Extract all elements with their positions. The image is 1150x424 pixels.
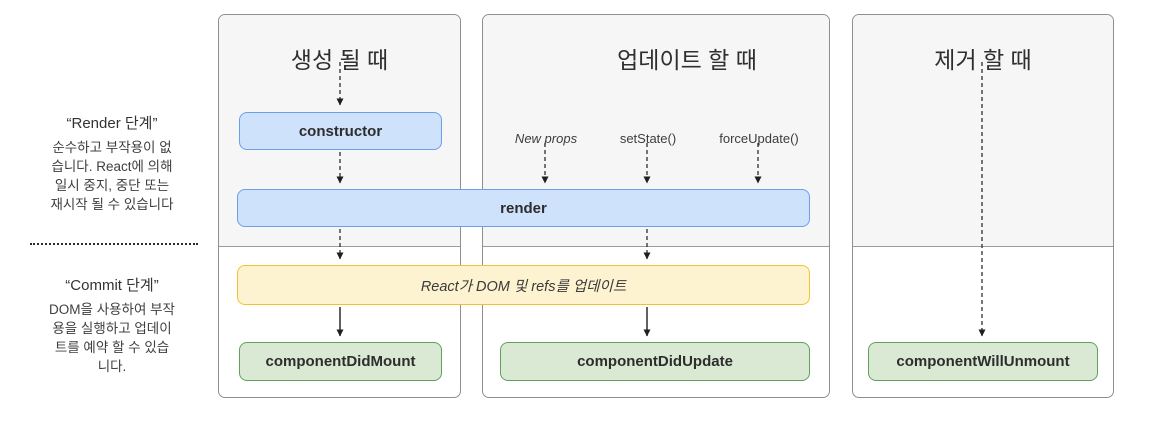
component-will-unmount-box[interactable]: componentWillUnmount [868, 342, 1098, 381]
react-dom-update-box: React가 DOM 및 refs를 업데이트 [237, 265, 810, 305]
render-phase-line: 습니다. React에 의해 [51, 159, 173, 174]
commit-phase-line: 니다. [97, 359, 127, 374]
render-phase-description: 순수하고 부작용이 없 습니다. React에 의해 일시 중지, 중단 또는 … [17, 138, 207, 214]
panel-unmount: 제거 할 때 [852, 14, 1114, 398]
render-phase-line: 재시작 될 수 있습니다 [50, 197, 174, 212]
commit-phase-block: “Commit 단계” DOM을 사용하여 부작 용을 실행하고 업데이 트를 … [17, 274, 207, 376]
commit-phase-description: DOM을 사용하여 부작 용을 실행하고 업데이 트를 예약 할 수 있습 니다… [17, 300, 207, 376]
commit-phase-title: “Commit 단계” [65, 277, 159, 294]
phase-sidebar: “Render 단계” 순수하고 부작용이 없 습니다. React에 의해 일… [17, 0, 207, 424]
phase-dotted-divider [30, 243, 198, 245]
component-did-update-box[interactable]: componentDidUpdate [500, 342, 810, 381]
commit-phase-line: 용을 실행하고 업데이 [52, 321, 172, 336]
render-phase-line: 일시 중지, 중단 또는 [54, 178, 170, 193]
render-phase-line: 순수하고 부작용이 없 [52, 140, 172, 155]
update-column-title: 업데이트 할 때 [617, 47, 757, 73]
render-phase-area [853, 15, 1113, 247]
commit-phase-line: 트를 예약 할 수 있습 [54, 340, 170, 355]
trigger-setstate: setState() [619, 131, 677, 146]
trigger-new-props: New props [514, 131, 578, 146]
trigger-forceupdate: forceUpdate() [719, 131, 799, 146]
commit-phase-line: DOM을 사용하여 부작 [49, 302, 175, 317]
mount-column-title: 생성 될 때 [290, 47, 389, 73]
unmount-column-title: 제거 할 때 [934, 47, 1032, 73]
component-did-mount-box[interactable]: componentDidMount [239, 342, 442, 381]
render-box[interactable]: render [237, 189, 810, 227]
constructor-box[interactable]: constructor [239, 112, 442, 150]
render-phase-block: “Render 단계” 순수하고 부작용이 없 습니다. React에 의해 일… [17, 112, 207, 214]
render-phase-title: “Render 단계” [66, 115, 158, 132]
